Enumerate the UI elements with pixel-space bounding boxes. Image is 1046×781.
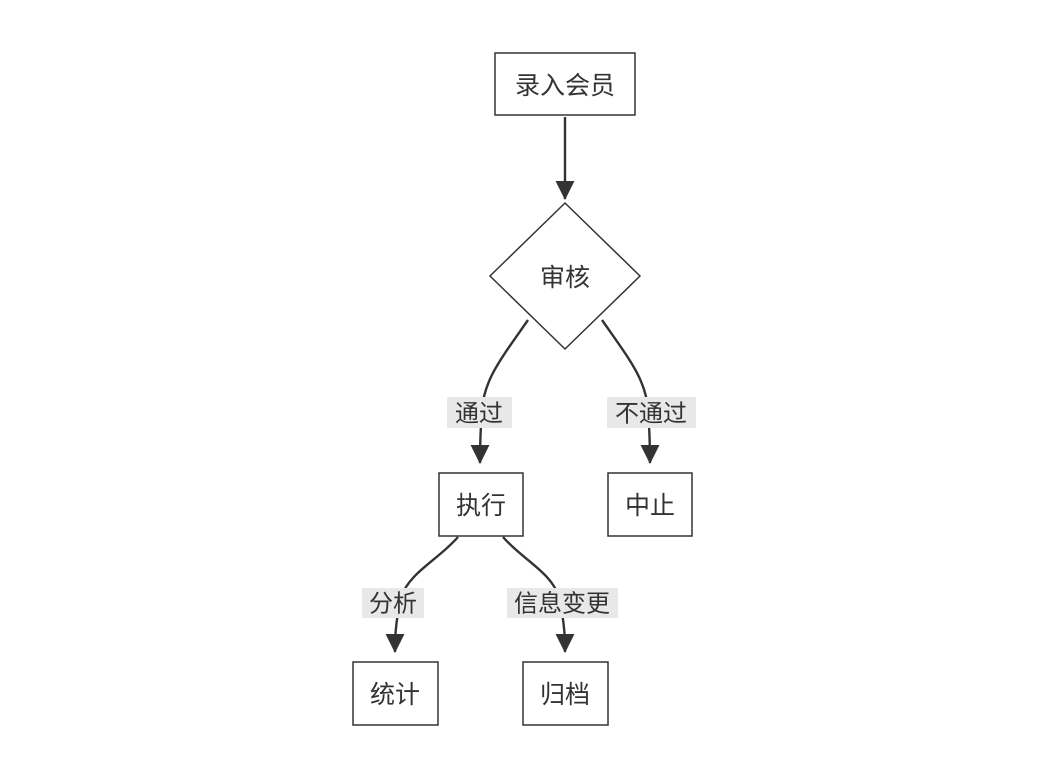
node-start: 录入会员 (494, 52, 636, 116)
node-abort: 中止 (607, 472, 693, 537)
node-execute-box (438, 472, 524, 537)
edge-label-bg-analyze (362, 588, 424, 618)
node-archive-box (522, 661, 609, 726)
node-review-diamond (488, 201, 642, 351)
edge-label-info-change: 信息变更 (514, 591, 610, 618)
edge-group (385, 117, 660, 653)
node-start-box (494, 52, 636, 116)
node-stats-box (352, 661, 439, 726)
edge-label-bg-fail (607, 397, 696, 428)
edge-label-bg-info-change (507, 588, 618, 618)
node-archive: 归档 (522, 661, 609, 726)
node-stats-label: 统计 (370, 681, 420, 709)
edge-review-abort (601, 319, 660, 464)
edge-label-group: 通过 不通过 分析 信息变更 (362, 397, 696, 618)
node-abort-box (607, 472, 693, 537)
edge-label-pass: 通过 (455, 401, 503, 428)
node-archive-label: 归档 (540, 681, 590, 709)
node-review-label: 审核 (540, 264, 590, 292)
edge-label-fail: 不通过 (615, 401, 687, 428)
node-review: 审核 (488, 201, 642, 351)
node-execute: 执行 (438, 472, 524, 537)
edge-label-bg-pass (447, 397, 512, 428)
node-start-label: 录入会员 (515, 72, 615, 100)
edge-label-analyze: 分析 (369, 591, 417, 618)
edge-review-execute (470, 319, 529, 464)
node-execute-label: 执行 (456, 492, 506, 520)
node-abort-label: 中止 (625, 492, 675, 520)
node-stats: 统计 (352, 661, 439, 726)
node-group: 录入会员 审核 执行 中止 统计 归档 (352, 52, 693, 726)
